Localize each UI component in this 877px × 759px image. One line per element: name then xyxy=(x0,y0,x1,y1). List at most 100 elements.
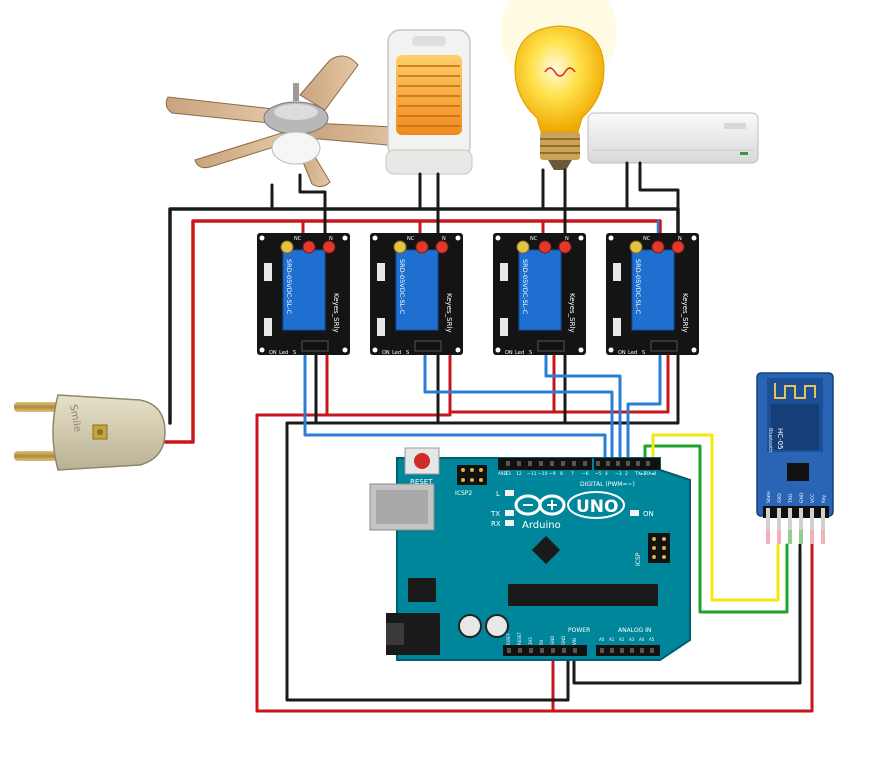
screw-terminal-icon xyxy=(651,240,665,254)
digital-pin-label: ~10 xyxy=(538,471,548,477)
led-rx-label: RX xyxy=(491,520,501,528)
bt-header-pin xyxy=(799,508,803,538)
digital-pin-label: 12 xyxy=(516,471,522,477)
bt-header-pin xyxy=(810,508,814,538)
header-pin xyxy=(650,648,654,653)
relay-nc-label: NC xyxy=(294,236,302,242)
relay-led xyxy=(500,318,508,336)
relay-sig-label: S xyxy=(293,350,296,356)
relay-led xyxy=(264,263,272,281)
aref-label: AREF xyxy=(498,471,509,476)
bt-pin-tip xyxy=(766,530,770,544)
bt-pin-label: State xyxy=(766,491,772,503)
mount-hole xyxy=(578,347,584,353)
relay-pin-header xyxy=(301,340,329,352)
relay-led-label: ON_Led xyxy=(382,350,401,356)
screw-terminal-icon xyxy=(671,240,685,254)
header-pin xyxy=(540,648,544,653)
analog-label: ANALOG IN xyxy=(618,627,651,634)
digital-pin-label: ~9 xyxy=(549,471,556,477)
power-plug-icon: Smile xyxy=(14,394,166,471)
header-pin xyxy=(539,461,543,466)
relay-nc-label: NC xyxy=(407,236,415,242)
mount-hole xyxy=(259,347,265,353)
mount-hole xyxy=(455,235,461,241)
header-pin xyxy=(551,648,555,653)
header-pin xyxy=(528,461,532,466)
power-pin-label: GND xyxy=(561,636,566,645)
mount-hole xyxy=(495,235,501,241)
relay-brand-text: Keyes_SRly xyxy=(681,293,689,333)
header-pin xyxy=(506,461,510,466)
relay-nc-label: NC xyxy=(530,236,538,242)
bt-sub-label: Bluetooth xyxy=(767,428,773,452)
relay-no-label: N xyxy=(678,236,682,242)
plug-brand-label: Smile xyxy=(67,404,83,433)
power-pin-label: 3V3 xyxy=(528,637,533,645)
bt-header-pin xyxy=(788,508,792,538)
header-pin xyxy=(572,461,576,466)
icsp2-label: ICSP2 xyxy=(455,490,472,497)
relay-model-text: SRD-05VDC-SL-C xyxy=(285,259,293,315)
header-pin xyxy=(561,461,565,466)
screw-terminal-icon xyxy=(629,240,643,254)
led-tx-label: TX xyxy=(490,510,500,518)
digital-pin-label: 4 xyxy=(605,471,608,477)
digital-pin-label: ~5 xyxy=(595,471,602,477)
header-pin xyxy=(620,648,624,653)
screw-terminal-icon xyxy=(538,240,552,254)
header-pin xyxy=(616,461,620,466)
relay-led xyxy=(377,318,385,336)
mount-hole xyxy=(691,347,697,353)
screw-terminal-icon xyxy=(322,240,336,254)
led-l-label: L xyxy=(496,490,500,498)
light-bulb-icon xyxy=(501,0,617,170)
mount-hole xyxy=(455,347,461,353)
relay-no-label: N xyxy=(442,236,446,242)
mount-hole xyxy=(608,347,614,353)
relay-led xyxy=(613,263,621,281)
relay-sig-label: S xyxy=(642,350,645,356)
header-pin xyxy=(562,648,566,653)
bt-pin-tip xyxy=(810,530,814,544)
status-leds xyxy=(505,490,639,526)
digital-pin-label: RX◂0 xyxy=(645,471,656,477)
relay-pin-header xyxy=(650,340,678,352)
analog-pin-label: A2 xyxy=(619,637,625,642)
mount-hole xyxy=(342,235,348,241)
relay-coil xyxy=(518,249,562,331)
relay-model-text: SRD-05VDC-SL-C xyxy=(521,259,529,315)
header-pin xyxy=(636,461,640,466)
header-pin xyxy=(583,461,587,466)
icsp-label: ICSP xyxy=(635,552,642,566)
power-pin-label: VIN xyxy=(572,638,577,645)
relay-led xyxy=(377,263,385,281)
header-pin xyxy=(626,461,630,466)
bt-pin-tip xyxy=(777,530,781,544)
relay-pin-header xyxy=(414,340,442,352)
screw-terminal-icon xyxy=(516,240,530,254)
relay-pin-header xyxy=(537,340,565,352)
header-pin xyxy=(507,648,511,653)
mount-hole xyxy=(608,235,614,241)
relay-nc-label: NC xyxy=(643,236,651,242)
bt-pin-label: TXD xyxy=(788,493,794,504)
screw-terminal-icon xyxy=(435,240,449,254)
power-pin-label: IOREF xyxy=(506,632,511,645)
screw-terminal-icon xyxy=(393,240,407,254)
bt-header-pin xyxy=(821,508,825,538)
power-pin-label: 5V xyxy=(539,639,544,645)
arduino-logo-icon xyxy=(514,494,566,516)
analog-pin-label: A3 xyxy=(629,637,635,642)
relay-led-label: ON_Led xyxy=(269,350,288,356)
bt-pin-tip xyxy=(788,530,792,544)
digital-pin-label: 13 xyxy=(505,471,511,477)
screw-terminal-icon xyxy=(415,240,429,254)
bt-header-pin xyxy=(766,508,770,538)
